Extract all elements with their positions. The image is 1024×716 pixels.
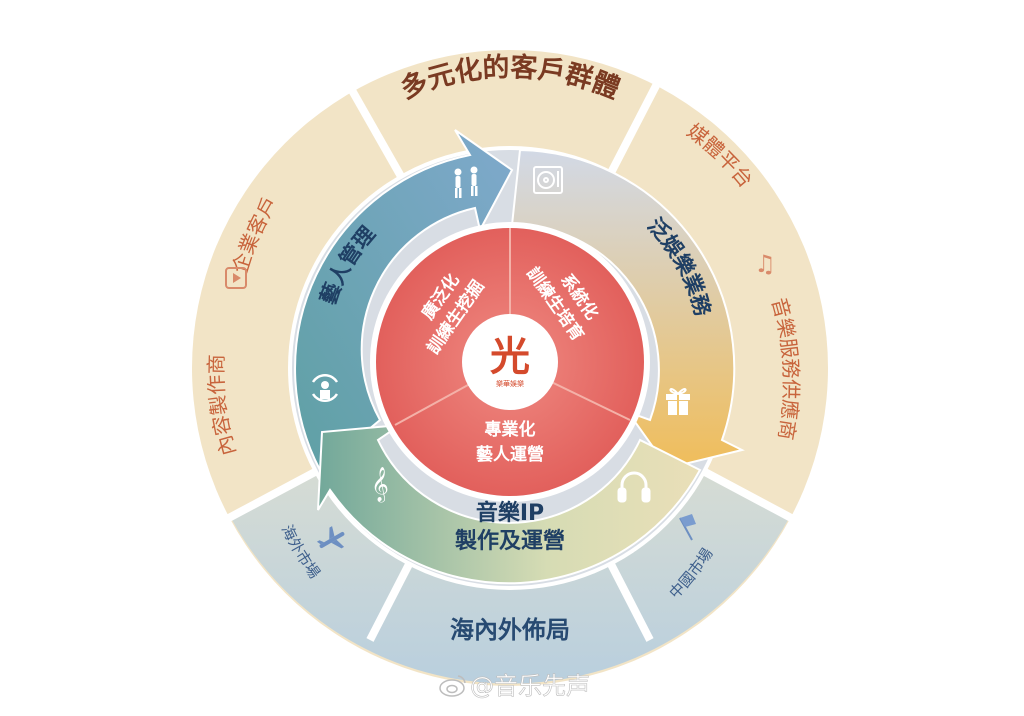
label-music-ip-1: 音樂IP — [476, 500, 544, 526]
people-cycle-icon — [311, 373, 339, 403]
core-circle: 光 樂華娛樂 — [370, 222, 650, 502]
label-music-ip-2: 製作及運營 — [454, 528, 565, 554]
flag-icon — [679, 514, 696, 541]
music-ip-arc — [317, 423, 702, 585]
artist-management-arc — [294, 129, 514, 472]
watermark-text: @音乐先声 — [470, 672, 590, 700]
music-note-icon: ♫ — [754, 250, 776, 278]
title-global-layout: 海內外佈局 — [450, 616, 570, 644]
dancers-icon — [454, 166, 478, 198]
turntable-icon — [533, 166, 563, 194]
treble-clef-icon: 𝄞 — [371, 467, 389, 503]
core-label-pro-1: 專業化 — [485, 419, 536, 440]
core-label-pro-2: 藝人運營 — [476, 444, 544, 465]
logo-caption: 樂華娛樂 — [496, 379, 524, 388]
play-video-icon — [225, 267, 247, 289]
logo-glyph: 光 — [490, 334, 530, 380]
airplane-icon — [316, 526, 345, 549]
weibo-icon — [439, 675, 466, 697]
watermark: @音乐先声 — [439, 672, 590, 700]
headphones-icon — [617, 471, 651, 503]
gift-icon — [666, 388, 690, 415]
